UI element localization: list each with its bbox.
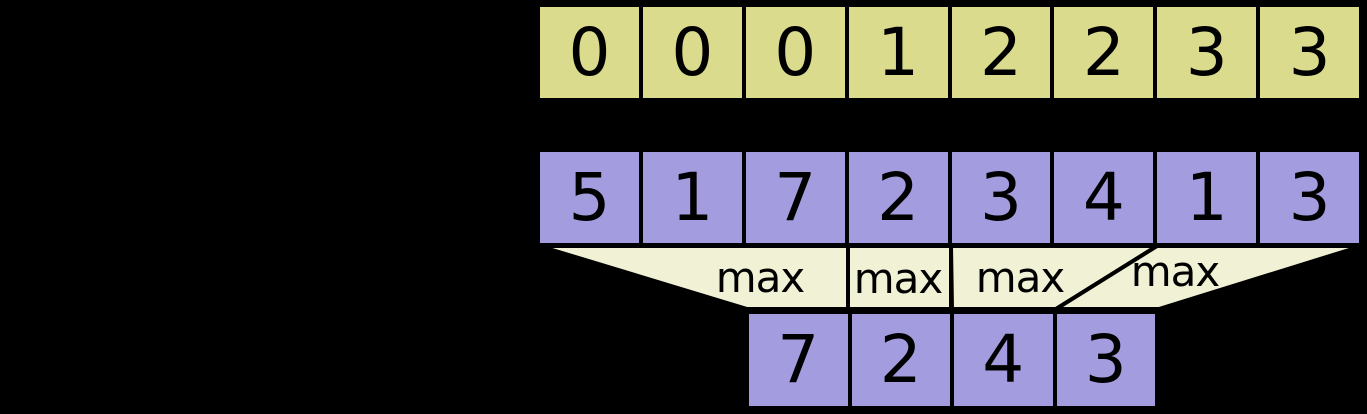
result-cell: 3 (1054, 312, 1157, 408)
value-cell: 3 (1258, 150, 1361, 245)
result-cell: 2 (849, 312, 952, 408)
value-cell: 2 (846, 150, 950, 245)
key-cell: 0 (538, 5, 641, 100)
result-cell: 7 (747, 312, 850, 408)
key-cell: 0 (743, 5, 847, 100)
result-array-row: 7 2 4 3 (745, 310, 1159, 410)
value-cell: 4 (1052, 150, 1156, 245)
max-operation-label: max (853, 254, 944, 303)
value-cell: 3 (949, 150, 1053, 245)
input-array-row: 5 1 7 2 3 4 1 3 (536, 148, 1363, 247)
result-cell: 4 (952, 312, 1055, 408)
value-cell: 1 (1155, 150, 1259, 245)
max-operation-label: max (1130, 247, 1221, 296)
key-array-row: 0 0 0 1 2 2 3 3 (536, 3, 1363, 102)
value-cell: 5 (538, 150, 641, 245)
key-cell: 3 (1155, 5, 1259, 100)
key-cell: 3 (1258, 5, 1361, 100)
value-cell: 7 (743, 150, 847, 245)
max-operation-label: max (975, 253, 1066, 302)
key-cell: 2 (949, 5, 1053, 100)
max-operation-label: max (715, 253, 806, 302)
key-cell: 1 (846, 5, 950, 100)
max-funnel-shape-4 (1049, 244, 1363, 311)
key-cell: 0 (640, 5, 744, 100)
key-cell: 2 (1052, 5, 1156, 100)
